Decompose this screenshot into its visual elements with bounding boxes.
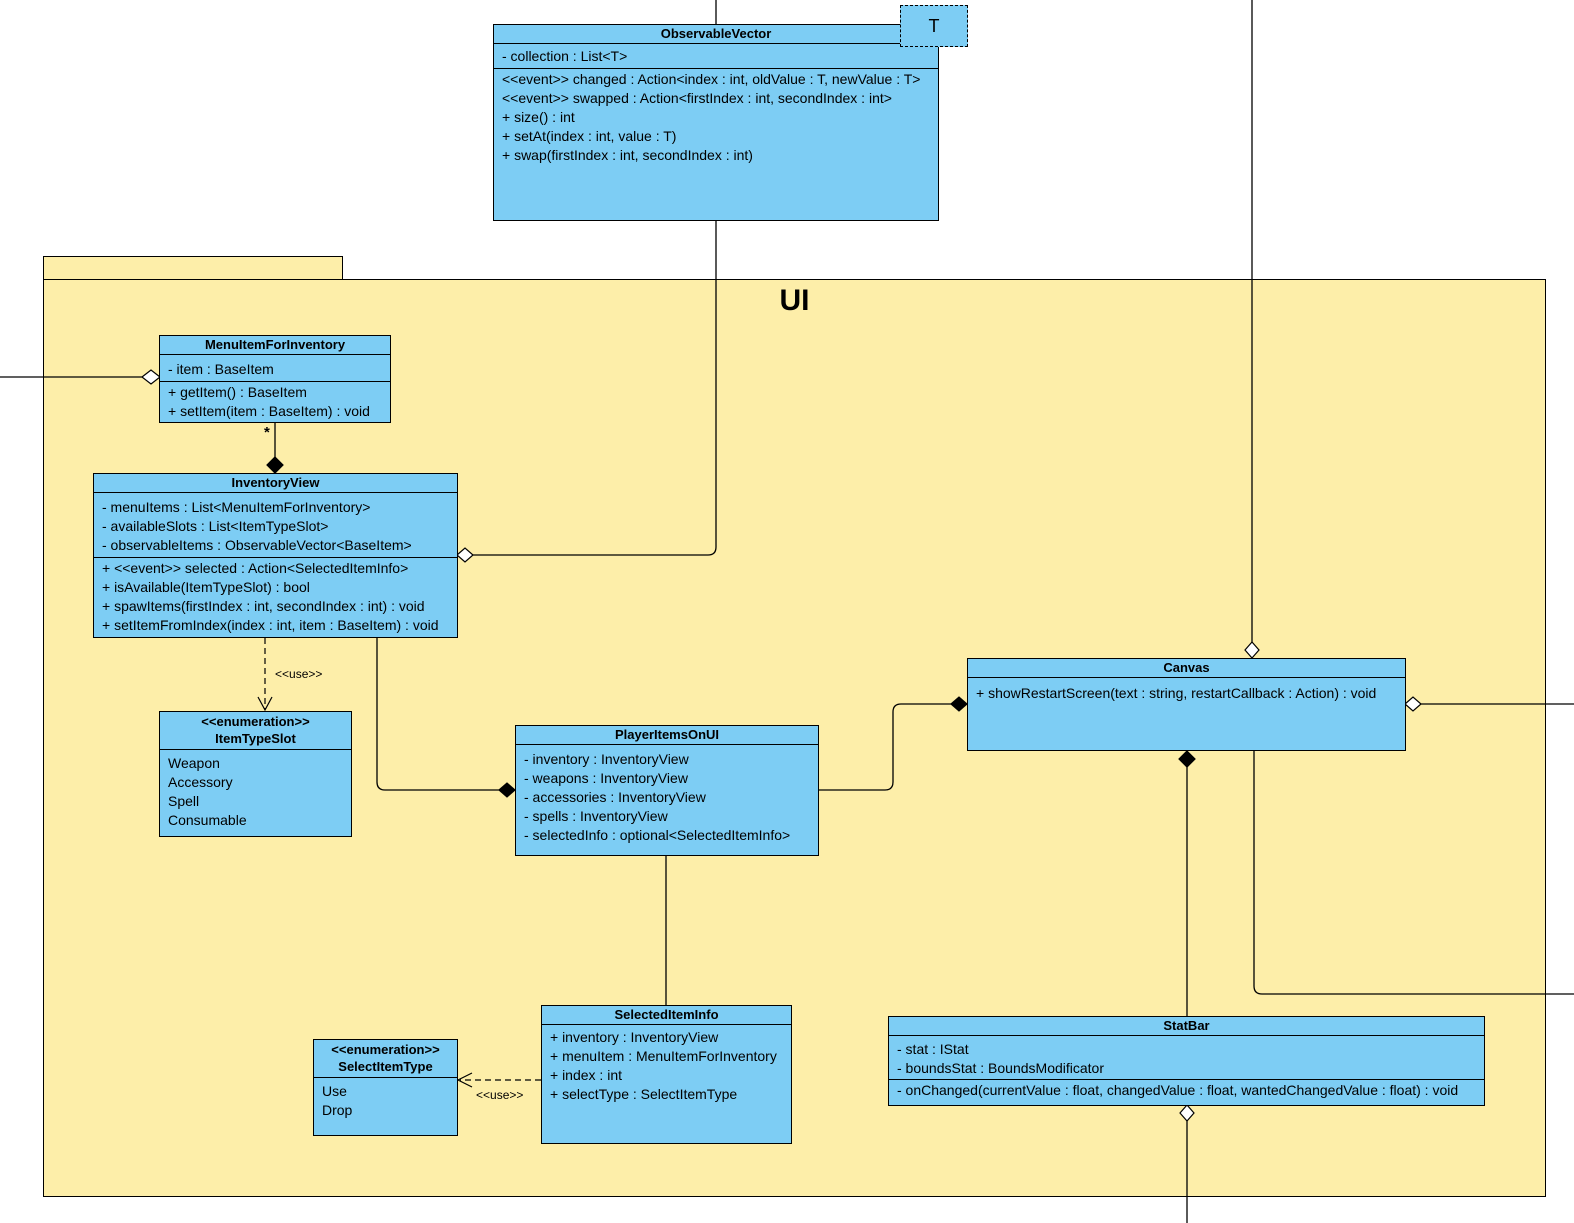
operations-section: + getItem() : BaseItem + setItem(item : … [160,381,390,422]
aggregation-diamond-canvas-top [1244,641,1260,659]
operations-section: + <<event>> selected : Action<SelectedIt… [94,557,457,636]
enum-value: Consumable [168,812,247,828]
operation: + getItem() : BaseItem [168,384,307,400]
attribute: - item : BaseItem [168,361,274,377]
operation: + showRestartScreen(text : string, resta… [976,685,1377,701]
edge-canvas-down-right [1253,750,1574,995]
aggregation-diamond-menuitem [141,369,161,385]
attributes-section: - stat : IStat - boundsStat : BoundsModi… [889,1036,1484,1079]
class-player-items-on-ui[interactable]: PlayerItemsOnUI - inventory : InventoryV… [515,725,819,856]
operation: + <<event>> selected : Action<SelectedIt… [102,560,409,576]
arrowhead-use-itemtypeslot [257,696,273,712]
enum-name: ItemTypeSlot [215,731,296,746]
enum-stereotype: <<enumeration>> [331,1042,440,1057]
enum-values: Use Drop [314,1078,457,1120]
class-name: Canvas [968,659,1405,678]
attribute: - availableSlots : List<ItemTypeSlot> [102,518,329,534]
operation: + setAt(index : int, value : T) [502,128,677,144]
attributes-section: - inventory : InventoryView - weapons : … [516,745,818,846]
operation: + setItemFromIndex(index : int, item : B… [102,617,439,633]
class-name: StatBar [889,1017,1484,1036]
attributes-section: - item : BaseItem [160,355,390,381]
operation: + size() : int [502,109,575,125]
attribute: + index : int [550,1067,622,1083]
aggregation-diamond-statbar [1179,1104,1195,1122]
attributes-section: - menuItems : List<MenuItemForInventory>… [94,493,457,557]
class-inventory-view[interactable]: InventoryView - menuItems : List<MenuIte… [93,473,458,638]
class-canvas[interactable]: Canvas + showRestartScreen(text : string… [967,658,1406,751]
aggregation-diamond-inventoryview [456,547,474,563]
enum-value: Weapon [168,755,220,771]
enum-value: Drop [322,1102,353,1118]
operations-section: <<event>> changed : Action<index : int, … [494,68,938,166]
operation: + spawItems(firstIndex : int, secondInde… [102,598,425,614]
enum-values: Weapon Accessory Spell Consumable [160,750,351,830]
attribute: - spells : InventoryView [524,808,668,824]
attribute: + selectType : SelectItemType [550,1086,738,1102]
class-name: MenuItemForInventory [160,336,390,355]
attribute: - boundsStat : BoundsModificator [897,1060,1105,1076]
attributes-section: + inventory : InventoryView + menuItem :… [542,1025,791,1105]
enum-header: <<enumeration>> SelectItemType [314,1040,457,1078]
arrowhead-use-selectitemtype [456,1072,473,1088]
attribute: - inventory : InventoryView [524,751,689,767]
enum-header: <<enumeration>> ItemTypeSlot [160,712,351,750]
enum-item-type-slot[interactable]: <<enumeration>> ItemTypeSlot Weapon Acce… [159,711,352,837]
class-name: ObservableVector [494,25,938,44]
enum-value: Spell [168,793,200,809]
class-name: InventoryView [94,474,457,493]
attribute: - selectedInfo : optional<SelectedItemIn… [524,827,791,843]
edge-observable-inventoryview [473,221,717,556]
operation: - onChanged(currentValue : float, change… [897,1082,1459,1098]
aggregation-diamond-canvas-right [1404,696,1422,712]
edge-inventoryview-playeritems [376,638,499,791]
multiplicity-label: * [264,424,270,441]
class-stat-bar[interactable]: StatBar - stat : IStat - boundsStat : Bo… [888,1016,1485,1106]
enum-stereotype: <<enumeration>> [201,714,310,729]
composition-diamond-playeritems [498,782,516,798]
operation: <<event>> swapped : Action<firstIndex : … [502,90,892,106]
enum-name: SelectItemType [338,1059,433,1074]
enum-select-item-type[interactable]: <<enumeration>> SelectItemType Use Drop [313,1039,458,1136]
composition-diamond-inventoryview-top [266,456,284,474]
class-selected-item-info[interactable]: SelectedItemInfo + inventory : Inventory… [541,1005,792,1144]
operation: + isAvailable(ItemTypeSlot) : bool [102,579,310,595]
operation: <<event>> changed : Action<index : int, … [502,71,921,87]
class-name: SelectedItemInfo [542,1006,791,1025]
package-tab [43,256,343,279]
use-label: <<use>> [476,1088,524,1102]
composition-diamond-canvas-left [950,696,968,712]
attribute: - menuItems : List<MenuItemForInventory> [102,499,371,515]
package-title: UI [779,284,810,317]
attribute: - accessories : InventoryView [524,789,706,805]
attribute: - observableItems : ObservableVector<Bas… [102,537,412,553]
class-menu-item-for-inventory[interactable]: MenuItemForInventory - item : BaseItem +… [159,335,391,423]
operations-section: - onChanged(currentValue : float, change… [889,1079,1484,1101]
enum-value: Use [322,1083,347,1099]
class-name: PlayerItemsOnUI [516,726,818,745]
operations-section: + showRestartScreen(text : string, resta… [968,678,1405,704]
template-parameter-box: T [900,5,968,47]
operation: + setItem(item : BaseItem) : void [168,403,370,419]
attribute: - weapons : InventoryView [524,770,688,786]
class-observable-vector[interactable]: ObservableVector - collection : List<T> … [493,24,939,221]
attributes-section: - collection : List<T> [494,44,938,68]
edge-playeritems-canvas [818,703,951,791]
attribute: - stat : IStat [897,1041,969,1057]
use-label: <<use>> [275,667,323,681]
attribute: + menuItem : MenuItemForInventory [550,1048,777,1064]
attribute: - collection : List<T> [502,48,628,64]
attribute: + inventory : InventoryView [550,1029,719,1045]
enum-value: Accessory [168,774,233,790]
operation: + swap(firstIndex : int, secondIndex : i… [502,147,753,163]
composition-diamond-canvas-bottom [1178,750,1196,768]
